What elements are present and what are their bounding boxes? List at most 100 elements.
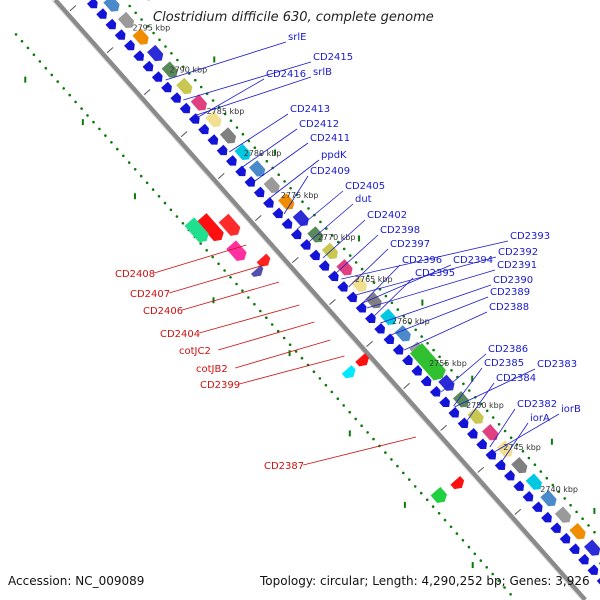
gc-dot (462, 382, 465, 386)
scale-tick (329, 298, 336, 306)
cog-category-box (292, 209, 309, 226)
reverse-leader-line (239, 355, 345, 385)
forward-gene-arrow (346, 291, 358, 303)
gc-dot (247, 139, 251, 143)
reverse-gene-box (450, 476, 465, 490)
tick-label: 2780 kbp (244, 149, 282, 158)
forward-gene-label: iorA (530, 413, 550, 424)
forward-gene-arrow (263, 197, 274, 208)
gc-dot (509, 436, 513, 440)
cog-category-box (219, 127, 237, 144)
forward-leader-line (335, 234, 379, 274)
gc-dot (366, 274, 370, 278)
gc-dot (157, 195, 161, 198)
forward-leader-line (362, 264, 401, 304)
gc-dot (68, 93, 71, 97)
gc-dot (342, 404, 346, 407)
gc-dot (211, 99, 215, 102)
forward-leader-line (269, 159, 320, 199)
cog-category-box (540, 490, 557, 507)
gc-dot (419, 491, 423, 495)
gc-dot (300, 356, 304, 360)
cog-category-box (117, 11, 135, 29)
gc-dot (229, 276, 232, 279)
gc-dot (92, 120, 95, 124)
cog-category-box (394, 325, 411, 342)
gc-dot (38, 60, 42, 63)
forward-gene-label: CD2412 (299, 119, 339, 130)
cog-category-box (482, 424, 499, 441)
gc-dot (485, 566, 489, 569)
forward-gene-label: CD2409 (310, 166, 350, 177)
gc-dot (354, 417, 358, 421)
scale-tick (477, 466, 485, 473)
forward-gene-label: CD2384 (496, 373, 536, 384)
gc-dot (259, 309, 262, 313)
gc-dot (20, 39, 24, 43)
gc-dot (420, 335, 424, 338)
gc-dot (235, 126, 239, 129)
forward-gene-arrow (448, 407, 460, 418)
gc-dot (449, 525, 453, 529)
gc-dot (557, 490, 560, 494)
gc-dot (98, 127, 101, 131)
gc-dot (294, 350, 298, 353)
cog-category-box (132, 28, 149, 45)
gc-dot (104, 134, 107, 137)
reverse-gene-box (184, 217, 209, 243)
forward-gene-arrow (272, 207, 284, 219)
gc-dot (426, 342, 429, 345)
gc-dot (432, 348, 435, 352)
tick-label: 2745 kbp (503, 443, 541, 452)
forward-gene-arrow (337, 281, 348, 292)
forward-gene-label: CD2416 (266, 69, 306, 80)
gc-dot (413, 485, 417, 488)
forward-gene-label: CD2415 (313, 52, 353, 63)
gc-dot (276, 329, 280, 333)
scale-tick (403, 382, 410, 389)
forward-gene-arrow (151, 71, 163, 82)
tick-label: 2775 kbp (281, 191, 319, 200)
gc-dot (289, 186, 292, 190)
gc-dot (175, 215, 179, 218)
forward-leader-line (341, 240, 509, 280)
gc-dot (223, 112, 227, 116)
gc-dot (32, 53, 36, 56)
map-title: Clostridium difficile 630, complete geno… (153, 10, 434, 25)
gc-dot (372, 281, 376, 284)
forward-gene-arrow (244, 176, 256, 187)
tick-label: 2770 kbp (318, 233, 356, 242)
cog-category-box (234, 143, 251, 161)
gc-dot (497, 579, 501, 583)
gc-dot (318, 377, 322, 380)
scale-tick (514, 508, 522, 515)
gc-dot (384, 294, 388, 298)
gc-dot (575, 510, 578, 514)
scale-tick (254, 215, 262, 222)
reverse-leader-line (218, 321, 315, 351)
gc-dot (330, 390, 334, 394)
gc-dot (181, 222, 185, 225)
forward-gene-arrow (355, 302, 367, 313)
gc-dot (241, 289, 244, 293)
reverse-leader-line (169, 264, 265, 294)
gc-dot (569, 503, 572, 507)
forward-gene-arrow (568, 543, 580, 554)
scale-tick (180, 131, 188, 138)
tick-label: 2760 kbp (392, 317, 430, 326)
gc-dot (360, 424, 363, 428)
scale-tick (69, 5, 77, 12)
gc-dot (354, 261, 358, 264)
gc-dot (337, 240, 340, 244)
forward-leader-line (308, 203, 354, 243)
cog-category-box (584, 539, 600, 556)
forward-gene-label: CD2392 (498, 247, 538, 258)
gc-dot (545, 476, 549, 480)
reverse-gene-box (430, 486, 447, 503)
forward-gene-arrow (392, 344, 404, 355)
gene-features (87, 0, 600, 585)
forward-gene-label: CD2386 (488, 344, 528, 355)
reverse-gene-box (218, 213, 241, 236)
